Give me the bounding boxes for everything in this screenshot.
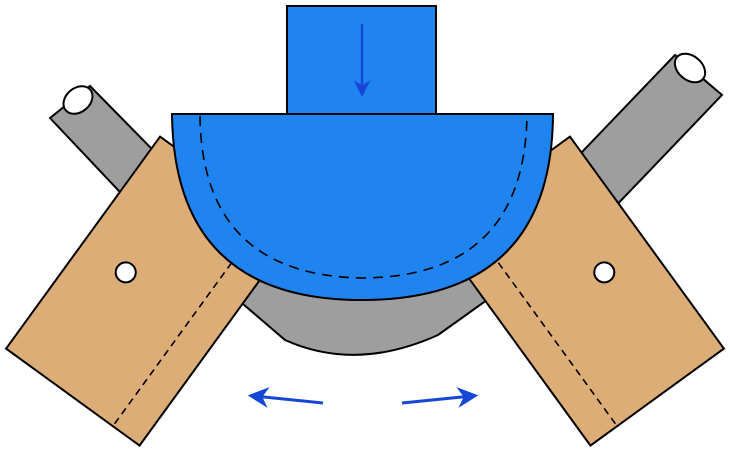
tube-left-end bbox=[62, 85, 94, 115]
bending-die-hidden-groove bbox=[199, 115, 528, 279]
bending-die bbox=[170, 113, 555, 302]
wing-die-right-hidden-line bbox=[462, 213, 618, 427]
wing-die-left-hidden-line bbox=[112, 213, 268, 427]
wing-die-right-pivot-hole bbox=[593, 261, 616, 284]
tube-right-end bbox=[673, 52, 707, 84]
wing-die-left-pivot-hole bbox=[114, 261, 137, 284]
wing-die-left-motion-arrow bbox=[247, 387, 324, 408]
wing-die-right-motion-arrow bbox=[401, 387, 479, 408]
